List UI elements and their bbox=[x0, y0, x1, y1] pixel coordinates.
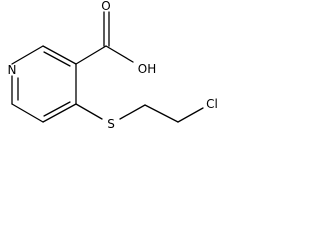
bond-c5-c6 bbox=[11, 103, 44, 123]
thioether-chain bbox=[75, 103, 204, 123]
nitrogen-label: N bbox=[8, 63, 17, 77]
carbonyl-oxygen-label: O bbox=[101, 0, 110, 13]
inner-bond-c2-c3 bbox=[43, 51, 71, 67]
chemical-structure: N O OH S Cl bbox=[8, 0, 218, 131]
bond-c4-s bbox=[75, 103, 103, 120]
chlorine-label: Cl bbox=[206, 97, 218, 111]
bond-ch2-cl bbox=[177, 107, 204, 123]
bond-c-oh bbox=[105, 45, 134, 63]
bond-c2-c3 bbox=[42, 45, 77, 65]
hydroxyl-label: OH bbox=[138, 62, 156, 76]
pyridine-ring bbox=[11, 45, 77, 123]
carboxylic-acid-group bbox=[75, 11, 134, 65]
bond-s-ch2 bbox=[119, 104, 146, 120]
bond-n-c2 bbox=[11, 45, 44, 65]
sulfur-label: S bbox=[107, 117, 115, 131]
bond-c3-carboxyl bbox=[75, 45, 107, 65]
bond-c4-c5 bbox=[42, 103, 77, 123]
inner-bond-c4-c5 bbox=[43, 101, 71, 117]
bond-ch2-ch2 bbox=[144, 104, 179, 123]
